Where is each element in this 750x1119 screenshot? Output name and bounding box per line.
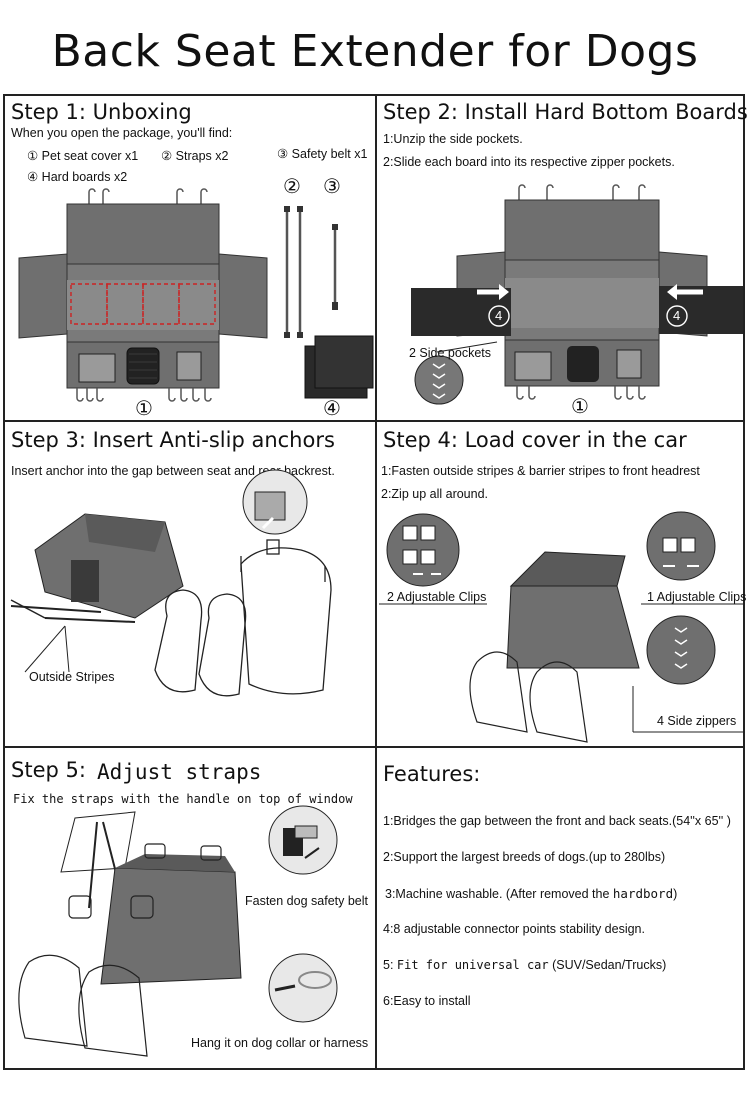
step1-label-1: ① [135,398,153,420]
step1-intro: When you open the package, you'll find: [11,126,233,140]
step1-panel: Step 1: Unboxing When you open the packa… [5,96,375,420]
step2-board-label-left: 4 [495,308,503,323]
load-cover-diagram [379,511,743,743]
step4-heading: Step 4: Load cover in the car [383,428,687,452]
feature-5: 5: Fit for universal car (SUV/Sedan/Truc… [383,958,666,972]
step2-board-label-right: 4 [673,308,681,323]
step4-zippers-label: 4 Side zippers [657,714,737,728]
step5-line1: Fix the straps with the handle on top of… [13,792,353,806]
step4-clips2-label: 2 Adjustable Clips [387,590,487,604]
feature-1: 1:Bridges the gap between the front and … [383,814,731,828]
step3-panel: Step 3: Insert Anti-slip anchors Insert … [5,422,375,746]
grid-divider-vertical [375,96,377,1068]
step4-line2: 2:Zip up all around. [381,487,489,501]
feature-4: 4:8 adjustable connector points stabilit… [383,922,645,936]
feature-6: 6:Easy to install [383,994,471,1008]
step1-item3: ③ Safety belt x1 [277,147,368,161]
step2-line2: 2:Slide each board into its respective z… [383,155,675,169]
step2-heading: Step 2: Install Hard Bottom Boards [383,100,748,124]
feature-3-hardbord: hardbord [612,886,674,901]
features-panel: Features: 1:Bridges the gap between the … [377,748,743,1068]
step1-item1: ① Pet seat cover x1 [27,149,139,163]
step1-heading: Step 1: Unboxing [11,100,192,124]
step4-panel: Step 4: Load cover in the car 1:Fasten o… [377,422,747,746]
grid-divider-row1 [5,420,743,422]
seat-cover-flat-diagram [18,188,374,402]
adjust-straps-diagram [18,805,338,1057]
step5-hang-label: Hang it on dog collar or harness [191,1036,369,1050]
step3-heading: Step 3: Insert Anti-slip anchors [11,428,335,452]
step2-label-1: ① [571,396,589,418]
step4-line1: 1:Fasten outside stripes & barrier strip… [381,464,700,478]
anchors-diagram [10,469,332,697]
step1-label-3: ③ [323,176,341,198]
features-heading: Features: [383,762,481,786]
step1-item4: ④ Hard boards x2 [27,170,128,184]
step5-heading-adjust: Adjust straps [97,760,262,784]
feature-5-num: 5: [383,958,397,972]
step2-panel: Step 2: Install Hard Bottom Boards 1:Unz… [377,96,748,420]
step5-belt-label: Fasten dog safety belt [245,894,368,908]
feature-5-types: (SUV/Sedan/Trucks) [548,958,667,972]
feature-5-universal: Fit for universal car [396,958,549,972]
page-title: Back Seat Extender for Dogs [51,26,699,77]
grid-divider-row2 [5,746,743,748]
feature-3-text: 3:Machine washable. (After removed the [385,887,613,901]
step3-stripes-label: Outside Stripes [29,670,115,684]
step1-label-2: ② [283,176,301,198]
step4-clips1-label: 1 Adjustable Clips [647,590,747,604]
feature-2: 2:Support the largest breeds of dogs.(up… [383,850,666,864]
step2-pockets-label: 2 Side pockets [409,346,491,360]
instruction-grid: Step 1: Unboxing When you open the packa… [3,94,748,1070]
feature-3: 3:Machine washable. (After removed the h… [385,886,677,901]
step1-label-4: ④ [323,398,341,420]
step5-heading: Step 5: [11,758,86,782]
step1-item2: ② Straps x2 [161,149,229,163]
step2-line1: 1:Unzip the side pockets. [383,132,523,146]
install-boards-diagram [411,184,743,405]
feature-3-close: ) [673,887,678,901]
step5-panel: Step 5: Adjust straps Fix the straps wit… [5,748,375,1068]
step3-line1: Insert anchor into the gap between seat … [11,464,335,478]
